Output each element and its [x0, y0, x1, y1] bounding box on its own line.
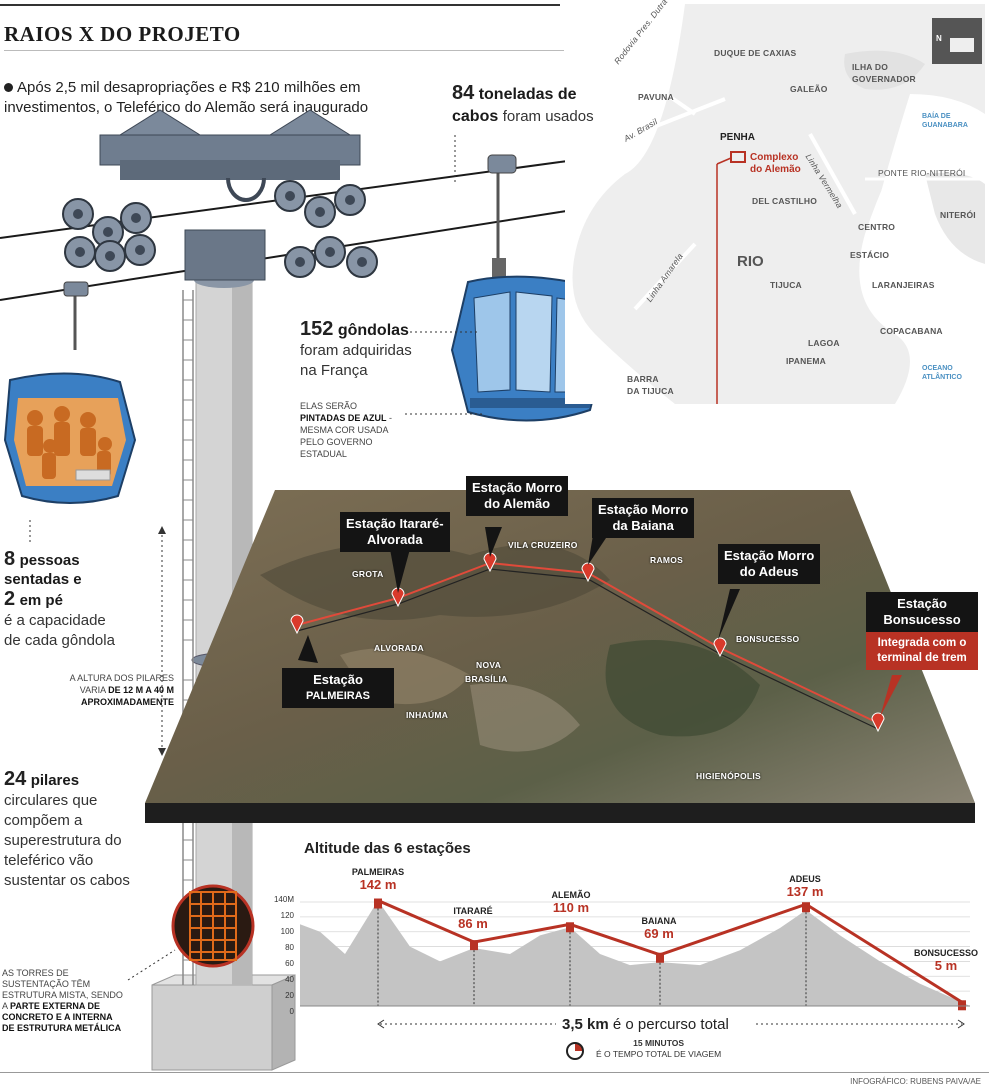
station-palmeiras-callout: Estação PALMEIRAS [282, 668, 394, 708]
y-axis: 140M 120 100 80 60 40 20 0 [264, 895, 298, 1016]
map-place-delcastilho: DEL CASTILHO [752, 196, 818, 206]
map-place-galeao: GALEÃO [790, 84, 828, 94]
clock-icon [566, 1042, 584, 1060]
station-marker [958, 1000, 966, 1011]
terrain-label-ramos: RAMOS [650, 555, 684, 565]
map-place-barra2: DA TIJUCA [627, 386, 674, 396]
terrain-label-bonsucesso: BONSUCESSO [736, 634, 800, 644]
fact-pillars: 24 pilares circulares que compõem a supe… [4, 768, 130, 889]
terrain-label-vilacruzeiro: VILA CRUZEIRO [508, 540, 578, 550]
chart-label-itarare: ITARARÉ 86 m [453, 906, 493, 931]
intro-text: Após 2,5 mil desapropriações e R$ 210 mi… [4, 79, 369, 116]
fact-gondolas: 152 gôndolas foram adquiridas na França [300, 318, 412, 379]
compass-icon: N [936, 34, 942, 43]
chart-label-palmeiras: PALMEIRAS 142 m [351, 867, 405, 892]
title-underline [4, 50, 564, 51]
footer-rule [0, 1072, 989, 1073]
terrain-label-inhauma: INHAÚMA [406, 710, 449, 720]
station-marker [656, 952, 664, 963]
map-highlight-alemao: Complexo do Alemão [750, 152, 801, 175]
y-tick: 20 [285, 991, 294, 1000]
map-place-ilha1: ILHA DO [852, 62, 889, 72]
y-tick: 140M [273, 895, 294, 904]
station-adeus-callout: Estação Morro do Adeus [718, 544, 821, 584]
total-distance: 3,5 km é o percurso total [562, 1016, 729, 1033]
header-rule [0, 4, 560, 6]
station-marker [566, 922, 574, 933]
map-place-lagoa: LAGOA [808, 338, 840, 348]
map-place-ilha2: GOVERNADOR [852, 74, 916, 84]
terrain-label-grota: GROTA [352, 569, 384, 579]
y-tick: 40 [285, 975, 294, 984]
chart-label-baiana: BAIANA 69 m [641, 916, 677, 941]
chart-label-bonsucesso: BONSUCESSO 5 m [913, 948, 978, 973]
map-water-oceano: OCEANO ATLÂNTICO [922, 365, 962, 381]
terrain-label-brasilia: BRASÍLIA [465, 674, 508, 684]
station-marker [374, 898, 382, 909]
locator-shape [950, 38, 974, 52]
map-place-tijuca: TIJUCA [770, 280, 802, 290]
map-place-ponte: PONTE RIO-NITERÓI [878, 168, 966, 178]
bullet-icon [4, 83, 13, 92]
terrain-profile [300, 900, 970, 1006]
map-place-copacabana: COPACABANA [880, 326, 943, 336]
terrain-label-higienopolis: HIGIENÓPOLIS [696, 771, 761, 781]
chart-label-alemao: ALEMÃO 110 m [551, 890, 591, 915]
map-place-penha: PENHA [720, 132, 756, 143]
chart-title: Altitude das 6 estações [304, 840, 471, 857]
map-place-barra1: BARRA [627, 374, 659, 384]
page-title: RAIOS X DO PROJETO [4, 22, 241, 46]
terrain-block [145, 490, 975, 823]
chart-label-adeus: ADEUS 137 m [786, 874, 824, 899]
y-tick: 100 [280, 927, 294, 936]
map-place-rio: RIO [737, 253, 764, 270]
distance-arrow [377, 1019, 965, 1029]
station-bonsucesso-callout: Estação Bonsucesso Integrada com o termi… [866, 592, 978, 670]
fact-cables: 84 toneladas de cabos foram usados [452, 82, 594, 125]
terrain-label-alvorada: ALVORADA [374, 643, 424, 653]
station-alemao-callout: Estação Morro do Alemão [466, 476, 569, 516]
altitude-line [377, 899, 963, 1004]
station-marker [802, 902, 810, 913]
station-marker [470, 940, 478, 951]
fact-paint: ELAS SERÃO PINTADAS DE AZUL - MESMA COR … [300, 401, 392, 459]
y-tick: 80 [285, 943, 294, 952]
rio-map [565, 4, 985, 404]
fact-pillar-height: A ALTURA DOS PILARES VARIA DE 12 M A 40 … [69, 673, 174, 707]
station-baiana-callout: Estação Morro da Baiana [592, 498, 695, 538]
y-tick: 120 [280, 911, 294, 920]
terrain-label-nova: NOVA [476, 660, 502, 670]
total-time: 15 MINUTOS É O TEMPO TOTAL DE VIAGEM [596, 1038, 722, 1059]
map-place-pavuna: PAVUNA [638, 92, 674, 102]
map-place-laranjeiras: LARANJEIRAS [872, 280, 935, 290]
station-itarare-callout: Estação Itararé- Alvorada [340, 512, 450, 552]
map-water-baia: BAÍA DE GUANABARA [922, 113, 968, 129]
compass-locator: N [932, 18, 982, 64]
credit: INFOGRÁFICO: RUBENS PAIVA/AE [850, 1077, 981, 1086]
fact-capacity: 8 pessoas sentadas e 2 em pé é a capacid… [4, 548, 115, 649]
altitude-chart [300, 898, 970, 1011]
map-place-ipanema: IPANEMA [786, 356, 826, 366]
map-place-caxias: DUQUE DE CAXIAS [714, 48, 797, 58]
fact-towers: AS TORRES DE SUSTENTAÇÃO TÊM ESTRUTURA M… [2, 968, 123, 1033]
map-place-centro: CENTRO [858, 222, 896, 232]
map-place-niteroi: NITERÓI [940, 210, 976, 220]
y-tick: 60 [285, 959, 294, 968]
y-tick: 0 [289, 1007, 294, 1016]
map-place-estacio: ESTÁCIO [850, 250, 890, 260]
